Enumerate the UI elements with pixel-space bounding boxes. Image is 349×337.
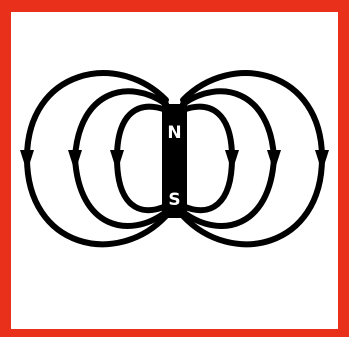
field-line-right-inner [183,107,232,210]
field-line-left-inner [117,107,166,210]
arrowhead-right-middle [267,150,281,172]
arrowhead-left-outer [20,150,34,172]
arrowhead-left-inner [110,150,124,172]
arrowhead-right-inner [225,150,239,172]
arrowhead-right-outer [315,150,329,172]
field-line-right-outer [183,73,322,244]
south-pole-label: S [168,190,180,210]
north-pole-label: N [167,123,181,143]
arrowhead-left-middle [68,150,82,172]
field-line-left-outer [27,73,166,244]
